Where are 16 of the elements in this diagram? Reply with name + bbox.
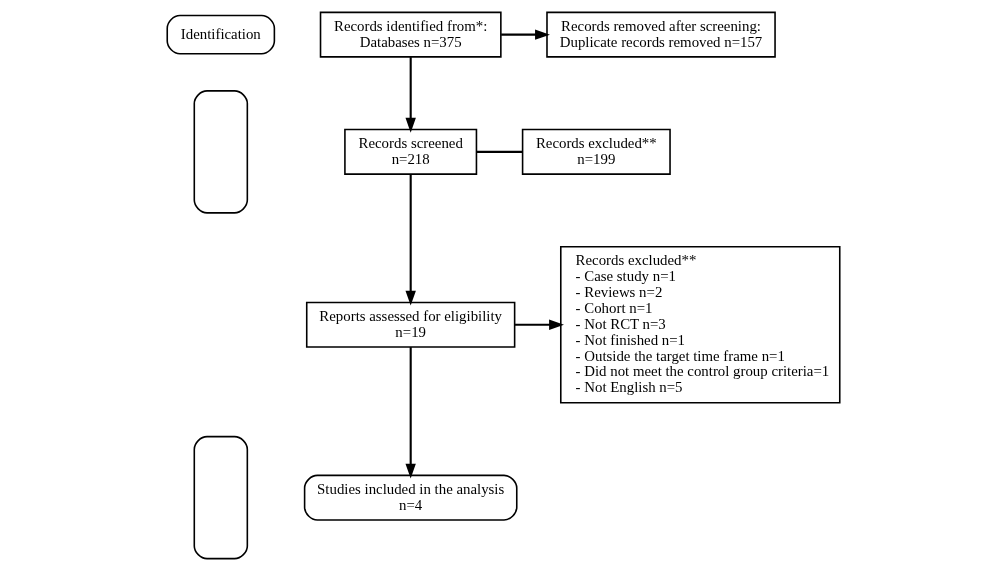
node-box: Reports assessed for eligibility n=19 (305, 301, 516, 348)
arrow (501, 29, 550, 40)
node-box: Records excluded** - Case study n=1 - Reviews n=2 - Cohort n=1 - Not RCT n=3 - Not finished n=1 - Outside the target time frame n=1 - Did not meet the control group criteria=1 - Not English n=5 (560, 246, 841, 404)
node-box: Records screened n=218 (344, 128, 478, 175)
node-box: Studies included in the analysis n=4 (303, 474, 518, 521)
connector (476, 150, 523, 153)
arrow (405, 57, 416, 133)
arrow (405, 174, 416, 306)
node-box: Records removed after screening: Duplicate records removed n=157 (546, 11, 776, 58)
node-box: Records excluded** n=199 (521, 128, 671, 175)
node-box: Records identified from*: Databases n=375 (319, 11, 502, 58)
node-box: Identification (166, 14, 276, 55)
arrow (514, 319, 564, 330)
node-box (193, 435, 249, 560)
node-box (193, 90, 249, 214)
arrow (405, 347, 416, 479)
